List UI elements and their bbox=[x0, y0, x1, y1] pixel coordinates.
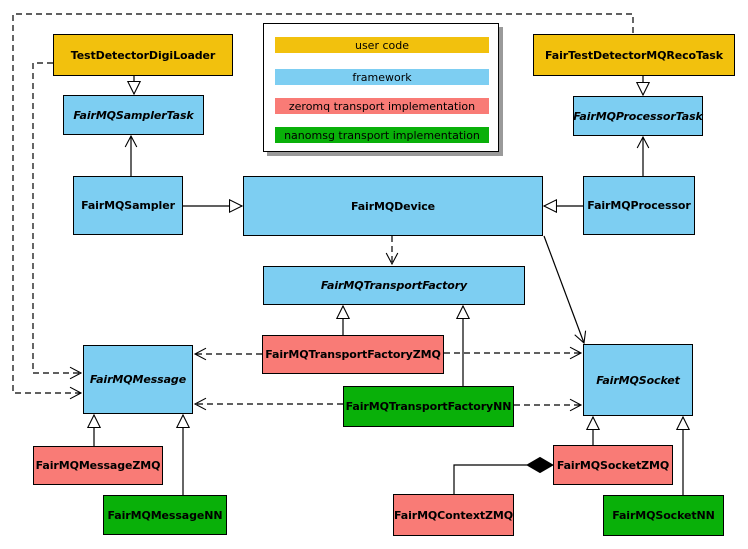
node-fair-test-detector-mq-reco-task: FairTestDetectorMQRecoTask bbox=[533, 34, 735, 76]
node-label: FairMQProcessorTask bbox=[573, 109, 703, 123]
node-fairmq-message-zmq: FairMQMessageZMQ bbox=[33, 446, 163, 485]
node-fairmq-socket-nn: FairMQSocketNN bbox=[603, 495, 724, 536]
legend-item-user-code: user code bbox=[275, 37, 489, 53]
node-fairmq-message: FairMQMessage bbox=[83, 345, 193, 414]
node-fairmq-context-zmq: FairMQContextZMQ bbox=[393, 494, 514, 536]
node-fairmq-sampler: FairMQSampler bbox=[73, 176, 183, 235]
legend-label-framework: framework bbox=[352, 70, 412, 84]
node-label: FairMQProcessor bbox=[587, 199, 691, 212]
node-fairmq-device: FairMQDevice bbox=[243, 176, 543, 236]
edge-contextzmq-socketzmq-composition bbox=[453, 456, 555, 494]
node-test-detector-digi-loader: TestDetectorDigiLoader bbox=[53, 34, 233, 76]
node-label: FairMQSampler bbox=[81, 199, 175, 212]
node-label: FairMQTransportFactory bbox=[320, 279, 468, 292]
node-fairmq-message-nn: FairMQMessageNN bbox=[103, 495, 227, 535]
edge-digiloader-message-dependency bbox=[32, 62, 83, 380]
edge-recotask-message-dependency bbox=[12, 13, 634, 400]
node-label: FairMQSamplerTask bbox=[73, 108, 194, 122]
legend-box: user code framework zeromq transport imp… bbox=[263, 23, 499, 152]
node-label: FairMQMessage bbox=[89, 373, 187, 386]
legend-label-nanomsg: nanomsg transport implementation bbox=[284, 128, 480, 142]
node-label: FairMQMessageZMQ bbox=[35, 459, 161, 472]
node-fairmq-transport-factory-nn: FairMQTransportFactoryNN bbox=[343, 386, 514, 427]
node-fairmq-sampler-task: FairMQSamplerTask bbox=[63, 95, 204, 135]
legend-item-nanomsg: nanomsg transport implementation bbox=[275, 127, 489, 143]
legend-label-user-code: user code bbox=[354, 38, 410, 52]
node-fairmq-transport-factory-zmq: FairMQTransportFactoryZMQ bbox=[262, 335, 444, 374]
node-label: FairMQSocket bbox=[596, 373, 680, 387]
node-label: FairTestDetectorMQRecoTask bbox=[545, 48, 723, 62]
node-label: FairMQSocketNN bbox=[612, 509, 715, 522]
node-fairmq-processor: FairMQProcessor bbox=[583, 176, 695, 235]
node-label: TestDetectorDigiLoader bbox=[70, 48, 216, 62]
edge-device-socket-association bbox=[543, 235, 587, 345]
legend-item-zeromq: zeromq transport implementation bbox=[275, 98, 489, 114]
node-label: FairMQTransportFactoryNN bbox=[345, 400, 512, 413]
node-label: FairMQMessageNN bbox=[107, 508, 223, 522]
node-label: FairMQDevice bbox=[350, 199, 436, 213]
node-label: FairMQContextZMQ bbox=[394, 508, 513, 522]
node-fairmq-socket-zmq: FairMQSocketZMQ bbox=[553, 445, 673, 485]
node-fairmq-socket: FairMQSocket bbox=[583, 344, 693, 416]
node-fairmq-processor-task: FairMQProcessorTask bbox=[573, 96, 703, 136]
node-fairmq-transport-factory: FairMQTransportFactory bbox=[263, 266, 525, 305]
node-label: FairMQSocketZMQ bbox=[556, 458, 670, 472]
legend-label-zeromq: zeromq transport implementation bbox=[288, 99, 476, 113]
legend-item-framework: framework bbox=[275, 69, 489, 85]
node-label: FairMQTransportFactoryZMQ bbox=[265, 348, 441, 361]
composition-diamond-icon bbox=[525, 456, 555, 474]
